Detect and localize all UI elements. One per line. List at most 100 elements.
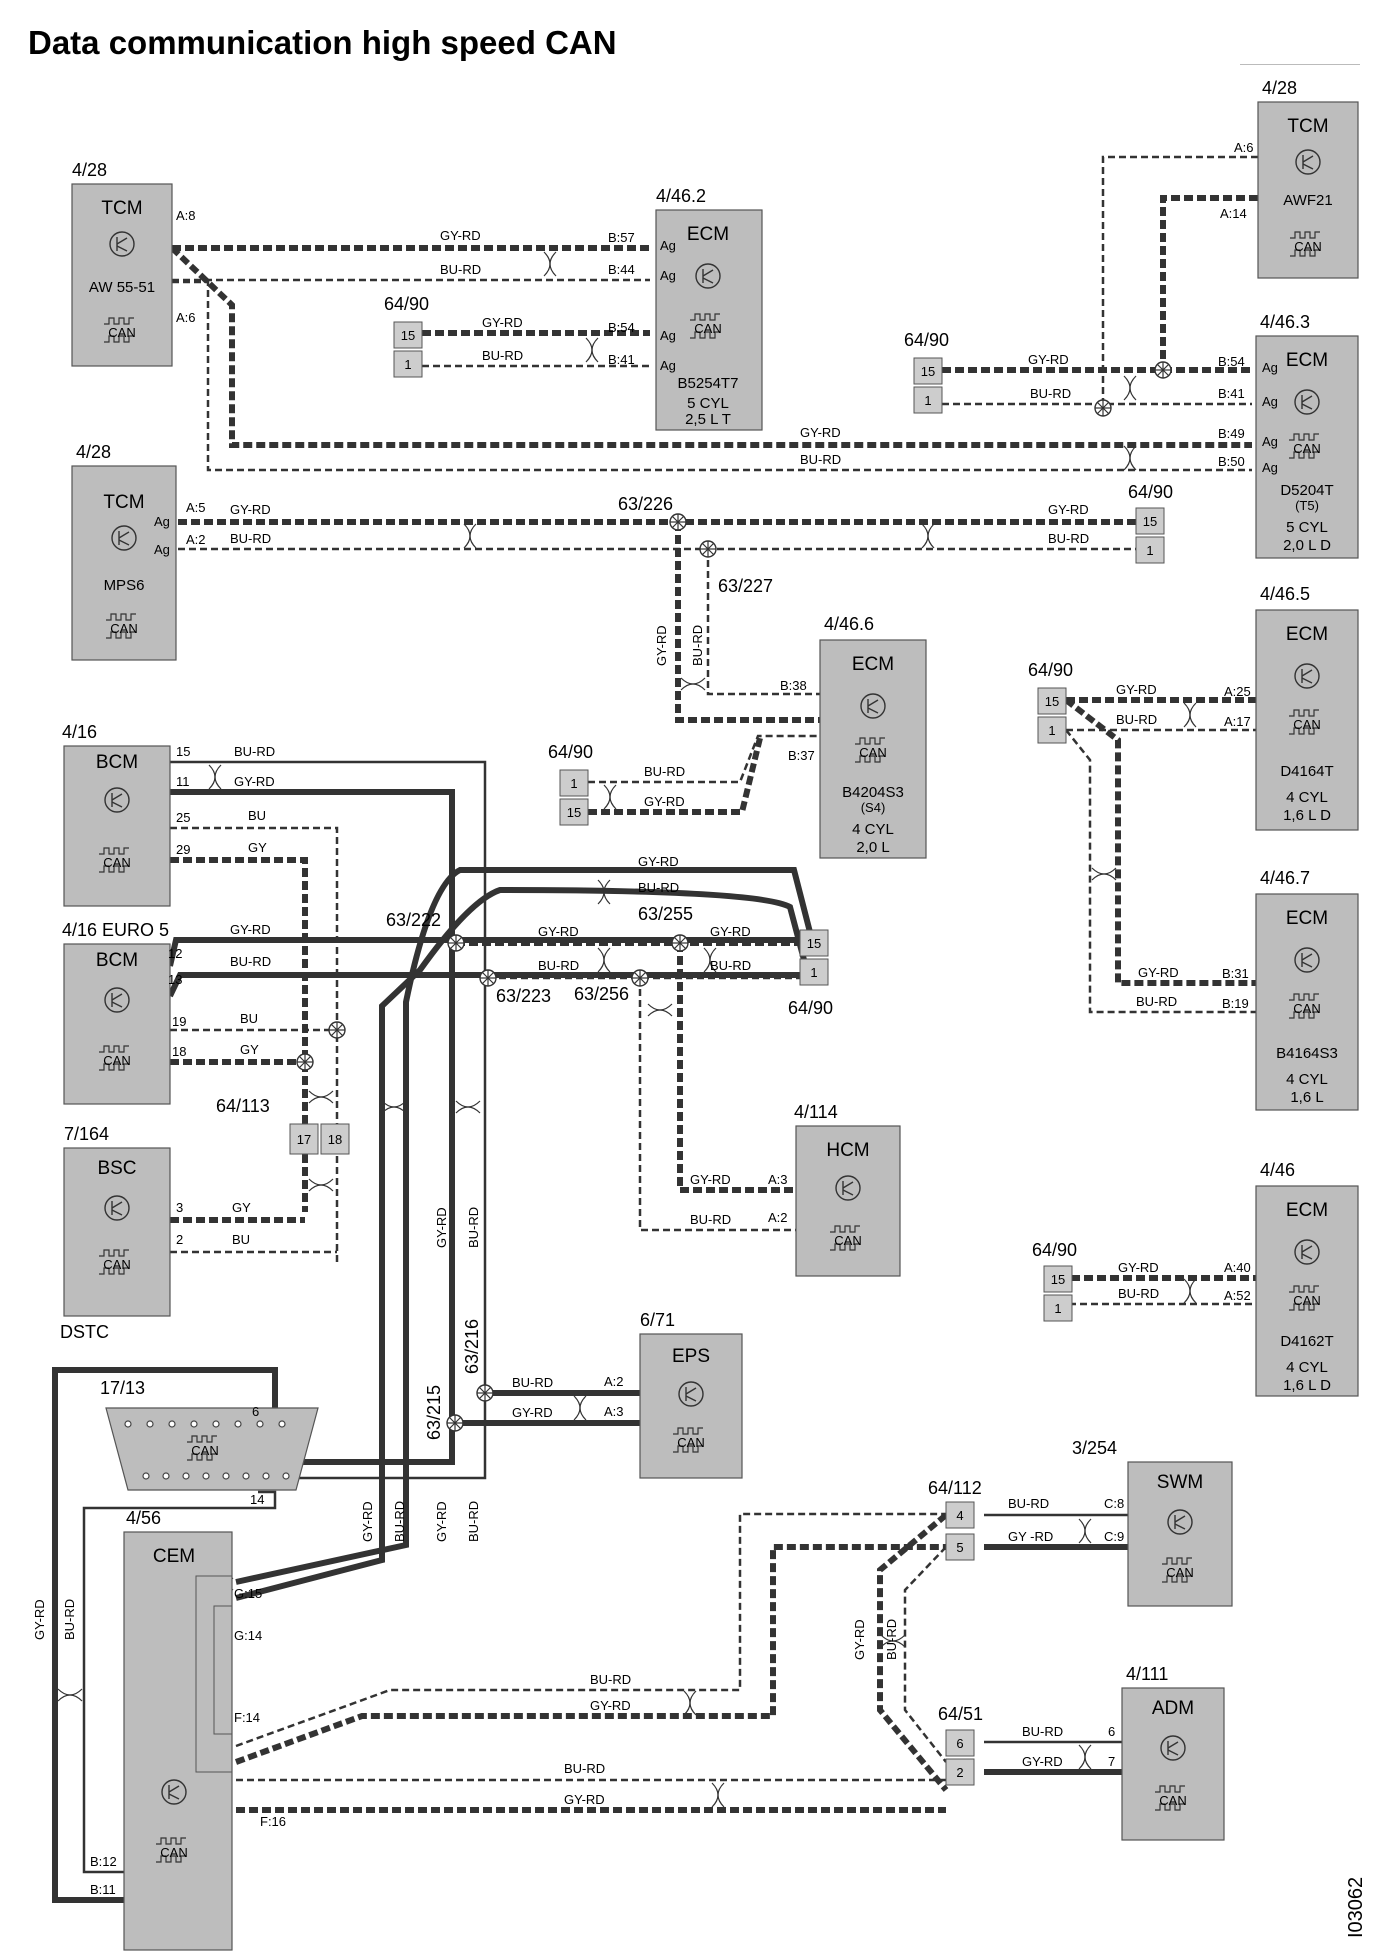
can-label: CAN xyxy=(1159,1793,1186,1808)
module-variant: B5254T7 xyxy=(678,375,739,392)
module-bcm-euro5 xyxy=(63,943,171,1105)
svg-text:6: 6 xyxy=(1108,1724,1115,1739)
wire-bu-rd-hcm xyxy=(638,978,796,1232)
svg-text:1: 1 xyxy=(810,965,817,980)
diagram-title: Data communication high speed CAN xyxy=(28,24,617,61)
wire-bu-rd-227-ecm466 xyxy=(706,549,820,696)
wire-bu-rd-tcm-ecm463 xyxy=(172,280,1252,472)
wire-gy-rd-tcm-ecm463 xyxy=(169,245,1252,448)
can-label: CAN xyxy=(1166,1565,1193,1580)
module-cem-456 xyxy=(123,1531,233,1951)
svg-text:GY-RD: GY-RD xyxy=(654,625,669,666)
svg-text:GY-RD: GY-RD xyxy=(1116,682,1157,697)
svg-text:A:5: A:5 xyxy=(186,500,206,515)
svg-text:GY-RD: GY-RD xyxy=(360,1501,375,1542)
module-ecm-4467 xyxy=(1255,893,1359,1111)
svg-text:GY-RD: GY-RD xyxy=(710,924,751,939)
can-label: CAN xyxy=(103,855,130,870)
wires xyxy=(52,155,1258,1903)
svg-text:15: 15 xyxy=(176,744,190,759)
svg-text:BU-RD: BU-RD xyxy=(1022,1724,1063,1739)
svg-text:14: 14 xyxy=(250,1492,264,1507)
splice-63-215 xyxy=(446,1414,464,1432)
splice-63-216 xyxy=(476,1384,494,1402)
module-name: TCM xyxy=(103,492,144,513)
svg-text:F:16: F:16 xyxy=(260,1814,286,1829)
svg-text:1: 1 xyxy=(570,776,577,791)
can-label: CAN xyxy=(1293,717,1320,732)
svg-text:6: 6 xyxy=(252,1404,259,1419)
svg-text:12: 12 xyxy=(168,946,182,961)
svg-text:1: 1 xyxy=(924,393,931,408)
module-name: SWM xyxy=(1157,1472,1203,1493)
module-variant: AW 55-51 xyxy=(89,279,155,296)
svg-text:GY-RD: GY-RD xyxy=(1028,352,1069,367)
module-ref: 3/254 xyxy=(1072,1438,1117,1458)
module-bsc-7164 xyxy=(63,1147,171,1317)
svg-text:BU-RD: BU-RD xyxy=(466,1207,481,1248)
splice-63-256 xyxy=(631,969,649,987)
module-ref: 4/56 xyxy=(126,1508,161,1528)
svg-text:A:14: A:14 xyxy=(1220,206,1247,221)
module-name: ECM xyxy=(1286,1200,1328,1221)
svg-text:B:54: B:54 xyxy=(1218,354,1245,369)
svg-text:15: 15 xyxy=(807,936,821,951)
svg-text:B:41: B:41 xyxy=(1218,386,1245,401)
module-hcm-4114 xyxy=(795,1125,901,1277)
svg-text:BU-RD: BU-RD xyxy=(392,1501,407,1542)
module-variant: D4162T xyxy=(1280,1333,1333,1350)
module-name: ECM xyxy=(852,654,894,675)
module-variant-suffix: (S4) xyxy=(861,800,886,815)
module-ref: 4/46.5 xyxy=(1260,584,1310,604)
svg-text:A:3: A:3 xyxy=(768,1172,788,1187)
svg-text:BU-RD: BU-RD xyxy=(884,1619,899,1660)
svg-text:1: 1 xyxy=(1048,723,1055,738)
svg-text:A:17: A:17 xyxy=(1224,714,1251,729)
svg-text:GY: GY xyxy=(240,1042,259,1057)
svg-text:Ag: Ag xyxy=(1262,360,1278,375)
svg-text:15: 15 xyxy=(1051,1272,1065,1287)
svg-text:4: 4 xyxy=(956,1508,963,1523)
connector-pin xyxy=(559,798,589,826)
connector-pin xyxy=(799,929,829,957)
svg-text:BU-RD: BU-RD xyxy=(1030,386,1071,401)
module-variant: B4204S3 xyxy=(842,784,904,801)
svg-text:Ag: Ag xyxy=(154,542,170,557)
svg-text:7: 7 xyxy=(1108,1754,1115,1769)
svg-text:B:19: B:19 xyxy=(1222,996,1249,1011)
can-label: CAN xyxy=(103,1053,130,1068)
module-name: ECM xyxy=(1286,624,1328,645)
svg-text:BU-RD: BU-RD xyxy=(482,348,523,363)
connector-ref: 64/90 xyxy=(384,294,429,314)
svg-text:BU: BU xyxy=(248,808,266,823)
svg-text:GY-RD: GY-RD xyxy=(440,228,481,243)
connector-pin xyxy=(945,1758,975,1786)
svg-text:Ag: Ag xyxy=(660,238,676,253)
splice-label: 63/227 xyxy=(718,576,773,596)
splice-63-227 xyxy=(699,540,717,558)
svg-text:B:41: B:41 xyxy=(608,352,635,367)
splice-labels: 63/226 63/227 63/222 63/223 63/255 63/25… xyxy=(386,494,773,1440)
svg-text:A:52: A:52 xyxy=(1224,1288,1251,1303)
connector-ref: 64/112 xyxy=(928,1478,982,1498)
connector-pin xyxy=(799,958,829,986)
can-label: CAN xyxy=(191,1443,218,1458)
wire-gy-rd-hcm xyxy=(677,943,796,1193)
module-cylinders: 5 CYL xyxy=(687,395,729,412)
module-variant: MPS6 xyxy=(104,577,145,594)
module-name: CEM xyxy=(153,1546,195,1567)
module-ref: 4/46.7 xyxy=(1260,868,1310,888)
module-name: BCM xyxy=(96,950,138,971)
can-label: CAN xyxy=(1293,441,1320,456)
svg-text:18: 18 xyxy=(172,1044,186,1059)
splice-63-222 xyxy=(447,934,465,952)
module-variant: AWF21 xyxy=(1283,192,1332,209)
module-cylinders: 4 CYL xyxy=(852,821,894,838)
module-displacement: 2,0 L D xyxy=(1283,537,1331,554)
module-cylinders: 4 CYL xyxy=(1286,789,1328,806)
can-label: CAN xyxy=(160,1845,187,1860)
connector-pin xyxy=(559,769,589,797)
svg-text:3: 3 xyxy=(176,1200,183,1215)
svg-text:25: 25 xyxy=(176,810,190,825)
